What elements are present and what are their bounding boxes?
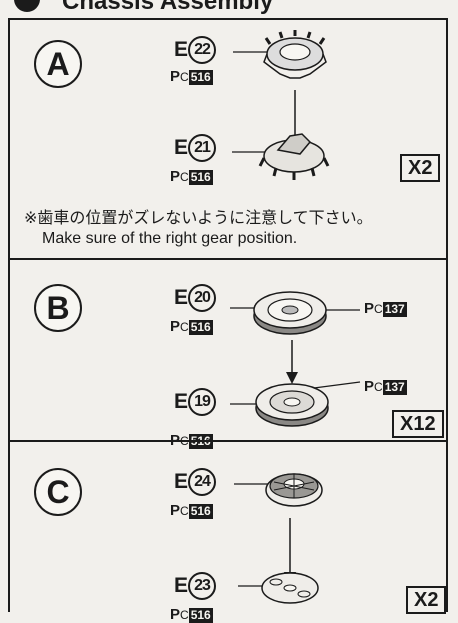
section-divider [10,440,446,442]
sprocket-gear-inner-illustration [232,133,330,180]
idler-wheel-outer-illustration [234,473,323,507]
step-c-label: C [34,468,82,516]
assembly-arrow [286,340,298,384]
road-wheel-inner-illustration [230,381,361,427]
idler-wheel-inner-illustration [238,572,319,604]
section-divider [10,258,446,260]
page-title: Chassis Assembly [62,0,274,15]
step-b-label: B [34,284,82,332]
quantity-badge-b: X12 [392,410,444,438]
note-english: Make sure of the right gear position. [42,230,298,247]
page-header: Chassis Assembly [0,0,458,18]
step-number-badge [14,0,40,12]
note-japanese: ※歯車の位置がズレないように注意して下さい。 [24,210,373,227]
sprocket-gear-outer-illustration [233,30,327,79]
road-wheel-outer-illustration [230,291,360,335]
quantity-badge-a: X2 [400,154,441,182]
quantity-badge-c: X2 [406,586,447,614]
step-a-label: A [34,40,82,88]
